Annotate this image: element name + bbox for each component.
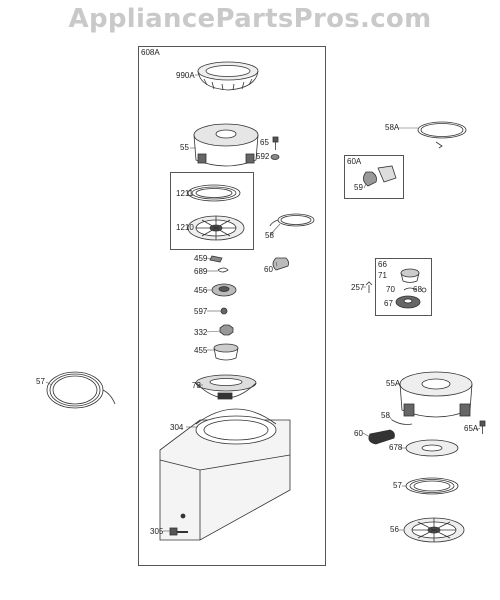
label-60a: 60A <box>347 157 362 166</box>
part-597-screw <box>220 307 228 315</box>
part-55a-rewind-assembly <box>399 371 473 418</box>
part-65a-screw <box>479 420 486 434</box>
label-57-right: 57 <box>393 481 402 490</box>
label-332: 332 <box>194 328 208 337</box>
part-65-screw <box>272 136 279 150</box>
label-1211: 1211 <box>176 189 194 198</box>
part-990a-rotating-screen <box>197 61 259 91</box>
part-257-screw <box>365 281 373 293</box>
label-66: 66 <box>378 260 387 269</box>
part-70-spring <box>403 287 417 291</box>
part-60-handle-small <box>272 257 290 271</box>
label-990a: 990A <box>176 71 195 80</box>
label-73: 73 <box>192 381 201 390</box>
label-608a: 608A <box>141 48 160 57</box>
label-58a: 58A <box>385 123 400 132</box>
part-1211-spring <box>187 184 241 202</box>
label-67: 67 <box>384 299 393 308</box>
label-56: 56 <box>390 525 399 534</box>
part-58a-rope <box>417 121 467 149</box>
label-71: 71 <box>378 271 387 280</box>
label-65: 65 <box>260 138 269 147</box>
part-60-handle-lower <box>368 429 395 445</box>
label-455: 455 <box>194 346 208 355</box>
part-55-rewind-cover <box>193 123 259 167</box>
label-70: 70 <box>386 285 395 294</box>
watermark-text: AppliancePartsPros.com <box>68 4 432 34</box>
label-305: 305 <box>150 527 164 536</box>
part-56-pulley <box>403 517 465 543</box>
part-58-rope-lower <box>391 419 413 425</box>
frame-608a <box>138 46 326 566</box>
label-68: 68 <box>413 285 422 294</box>
part-592-washer <box>270 154 280 160</box>
label-678: 678 <box>389 443 403 452</box>
part-73-screen <box>195 374 257 400</box>
leader-lines <box>45 74 481 532</box>
part-304-blower-housing <box>159 408 291 541</box>
part-59-handle <box>363 165 397 187</box>
part-71-hub <box>400 268 420 283</box>
label-257: 257 <box>351 283 365 292</box>
part-58-starter-rope <box>269 213 315 227</box>
frame-1210-1211 <box>170 172 254 250</box>
frame-60a <box>344 155 404 199</box>
label-1210: 1210 <box>176 223 194 232</box>
label-57-left: 57 <box>36 377 45 386</box>
part-305-screw <box>169 527 188 536</box>
label-60-lower: 60 <box>354 429 363 438</box>
label-456: 456 <box>194 286 208 295</box>
label-58-rope-upper: 58 <box>265 231 274 240</box>
part-332-nut <box>219 324 234 336</box>
part-57-spring-right <box>405 477 459 495</box>
label-689: 689 <box>194 267 208 276</box>
label-597: 597 <box>194 307 208 316</box>
part-678-washer <box>405 439 459 457</box>
part-689-spring-small <box>217 267 229 273</box>
label-58-lower: 58 <box>381 411 390 420</box>
part-68-ball <box>421 287 427 293</box>
part-57-rope-left <box>46 371 116 409</box>
label-459: 459 <box>194 254 208 263</box>
part-456-retainer <box>211 283 237 297</box>
label-304: 304 <box>170 423 184 432</box>
label-60-upper: 60 <box>264 265 273 274</box>
part-1210-pulley <box>187 215 245 241</box>
label-65a: 65A <box>464 424 479 433</box>
label-55: 55 <box>180 143 189 152</box>
part-455-hub <box>213 343 239 361</box>
label-592: 592 <box>256 152 270 161</box>
frame-66 <box>375 258 432 316</box>
part-67-pulley-small <box>395 295 421 309</box>
label-55a: 55A <box>386 379 401 388</box>
label-59: 59 <box>354 183 363 192</box>
